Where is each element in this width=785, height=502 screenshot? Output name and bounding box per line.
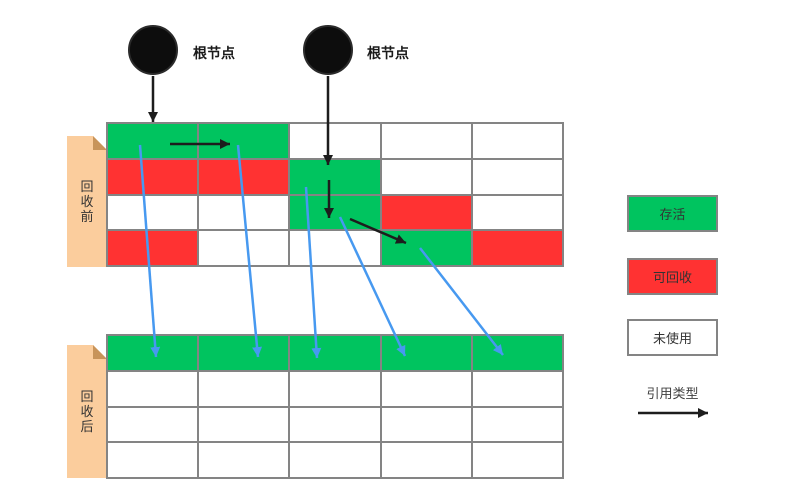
after-heap-label: 回收后 — [80, 389, 94, 434]
heap-cell-unused — [108, 407, 198, 442]
legend-unused-label: 未使用 — [652, 331, 692, 346]
heap-cell-unused — [199, 371, 289, 406]
heap-cell-recyclable — [472, 231, 562, 265]
heap-cell-unused — [381, 407, 471, 442]
legend-unused-swatch: 未使用 — [627, 319, 718, 356]
heap-cell-unused — [472, 159, 562, 194]
heap-cell-alive — [290, 159, 380, 194]
heap-cell-unused — [290, 443, 380, 477]
legend-alive-swatch: 存活 — [627, 195, 718, 232]
heap-cell-unused — [199, 195, 289, 230]
root-node-1 — [128, 25, 178, 75]
heap-cell-unused — [199, 231, 289, 265]
heap-cell-alive — [108, 124, 198, 158]
heap-cell-recyclable — [381, 195, 471, 230]
heap-cell-alive — [199, 336, 289, 370]
heap-cell-alive — [381, 231, 471, 265]
before-heap-label: 回收前 — [80, 179, 94, 224]
heap-cell-unused — [290, 407, 380, 442]
heap-cell-alive — [381, 336, 471, 370]
heap-cell-unused — [381, 124, 471, 158]
before-heap-note: 回收前 — [67, 136, 107, 267]
heap-cell-recyclable — [199, 159, 289, 194]
heap-cell-unused — [472, 443, 562, 477]
legend-reference-label: 引用类型 — [646, 386, 699, 401]
heap-cell-unused — [381, 371, 471, 406]
heap-cell-unused — [199, 407, 289, 442]
note-shape — [67, 345, 107, 478]
before-heap-grid — [106, 122, 564, 267]
root-node-1-label: 根节点 — [193, 45, 235, 61]
note-fold-corner — [93, 345, 107, 359]
heap-cell-recyclable — [108, 159, 198, 194]
heap-cell-unused — [108, 371, 198, 406]
heap-cell-unused — [472, 407, 562, 442]
heap-cell-unused — [290, 231, 380, 265]
after-heap-grid — [106, 334, 564, 479]
root-node-2-label: 根节点 — [367, 45, 409, 61]
heap-cell-alive — [472, 336, 562, 370]
note-fold-corner — [93, 136, 107, 150]
after-heap-note: 回收后 — [67, 345, 107, 478]
legend-recyclable-label: 可回收 — [652, 270, 692, 285]
heap-cell-unused — [108, 443, 198, 477]
heap-cell-unused — [381, 159, 471, 194]
heap-cell-unused — [290, 371, 380, 406]
heap-cell-unused — [108, 195, 198, 230]
heap-cell-alive — [290, 195, 380, 230]
heap-cell-alive — [199, 124, 289, 158]
heap-cell-unused — [472, 195, 562, 230]
heap-cell-unused — [290, 124, 380, 158]
note-shape — [67, 136, 107, 267]
root-node-2 — [303, 25, 353, 75]
heap-cell-alive — [290, 336, 380, 370]
heap-cell-unused — [472, 124, 562, 158]
heap-cell-alive — [108, 336, 198, 370]
heap-cell-recyclable — [108, 231, 198, 265]
legend-recyclable-swatch: 可回收 — [627, 258, 718, 295]
legend-alive-label: 存活 — [659, 207, 686, 222]
heap-cell-unused — [199, 443, 289, 477]
heap-cell-unused — [472, 371, 562, 406]
heap-cell-unused — [381, 443, 471, 477]
